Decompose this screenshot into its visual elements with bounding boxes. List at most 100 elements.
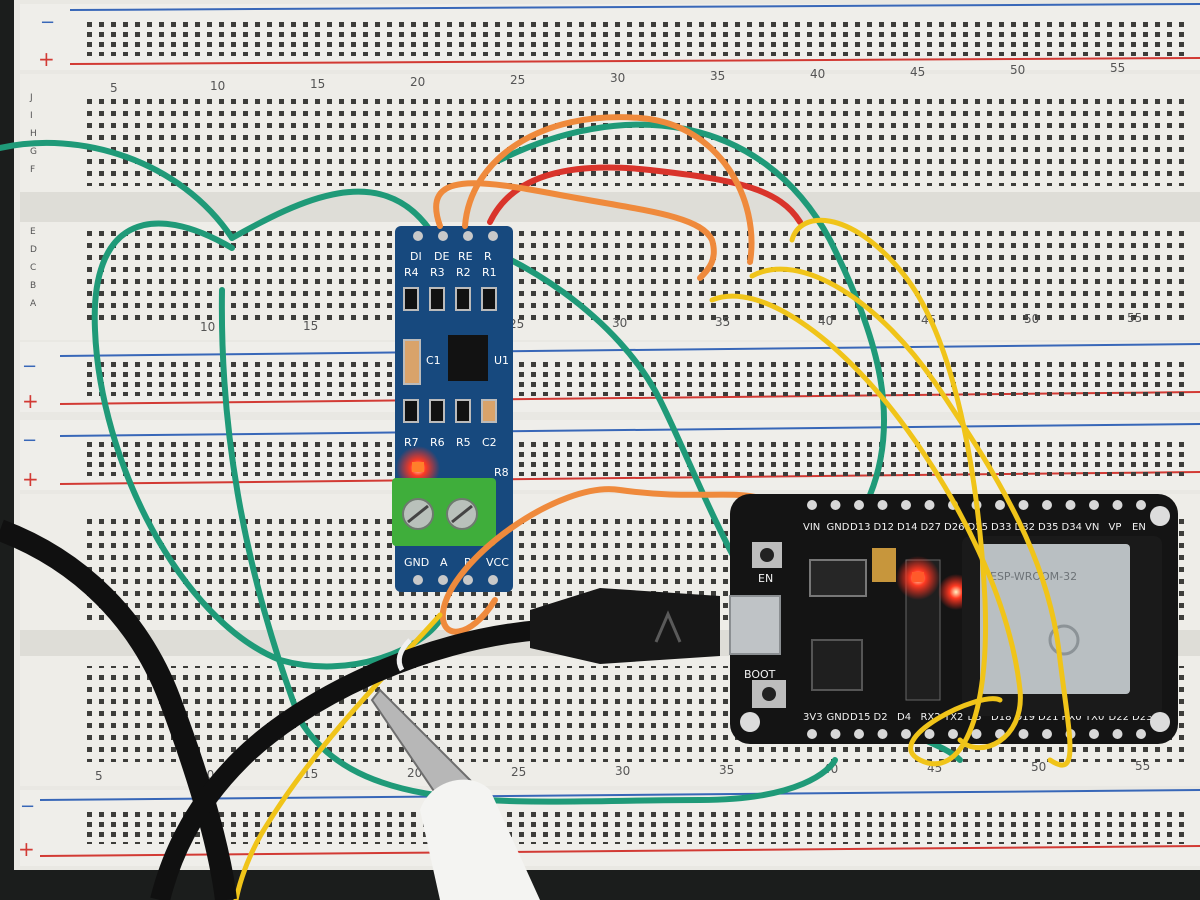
header-pin — [995, 500, 1005, 510]
pin-label: VN — [1085, 522, 1099, 533]
row-letter: C — [30, 263, 36, 273]
row-letter: J — [29, 93, 33, 103]
row-letter: I — [30, 111, 33, 121]
header-pin — [1042, 729, 1052, 739]
row-letter: A — [30, 299, 37, 309]
rail-plus-sign: + — [18, 837, 35, 861]
screw-terminal-block — [392, 478, 496, 546]
esp32-bottom-pin-row — [807, 729, 1146, 739]
rail-plus-sign: + — [22, 467, 39, 491]
header-pin — [1136, 500, 1146, 510]
column-number: 30 — [612, 316, 627, 330]
pin-label-r: R — [484, 250, 492, 263]
cables — [0, 519, 720, 900]
column-number: 10 — [200, 320, 215, 334]
rs485-header-pins — [413, 231, 498, 241]
pin-label: GND — [827, 522, 850, 533]
header-pin — [948, 729, 958, 739]
pin-label: D13 — [850, 522, 870, 533]
shield-text: ESP-WROOM-32 — [990, 570, 1077, 583]
label-r2: R2 — [456, 266, 471, 279]
pin-label: GND — [827, 712, 850, 723]
row-letter: F — [30, 165, 35, 175]
pin-label: D21 — [1038, 712, 1058, 723]
usb-plug — [530, 588, 720, 664]
label-r7: R7 — [404, 436, 419, 449]
pin-label: TX0 — [1084, 712, 1104, 723]
power-led — [912, 572, 924, 582]
pin-label-di: DI — [410, 250, 422, 263]
voltage-regulator — [809, 559, 867, 597]
yellow-wire — [749, 266, 1073, 768]
rail-red-line — [69, 57, 1200, 65]
pin-label: D32 — [1015, 522, 1035, 533]
usb-uart-chip — [811, 639, 863, 691]
pin-label: D35 — [1038, 522, 1058, 533]
rs485-header-labels: DI DE RE R — [410, 250, 492, 263]
pin-label: D4 — [897, 712, 911, 723]
pin-label: D14 — [897, 522, 917, 533]
ce-mark-icon — [1048, 624, 1080, 656]
column-number: 55 — [1127, 311, 1142, 325]
column-number: 15 — [310, 77, 325, 91]
middle-power-rails: − + − + — [20, 342, 1200, 491]
rail-minus-sign: − — [22, 356, 37, 377]
en-label: EN — [758, 572, 773, 585]
header-pin — [1065, 500, 1076, 510]
yellow-wire — [789, 217, 1003, 767]
label-r8: R8 — [494, 466, 509, 479]
pin-label: D15 — [850, 712, 870, 723]
row-letter: H — [30, 129, 37, 139]
column-number: 30 — [610, 71, 625, 85]
header-pin — [1018, 500, 1029, 510]
rail-minus-sign: − — [22, 430, 37, 451]
micro-usb-port[interactable] — [729, 595, 781, 655]
button-cap-icon — [760, 548, 774, 562]
header-pin — [1089, 500, 1099, 510]
label-r1: R1 — [482, 266, 497, 279]
boot-label: BOOT — [744, 668, 776, 681]
column-number: 50 — [1024, 312, 1039, 326]
clip-insulator — [420, 779, 540, 900]
yellow-wires — [233, 217, 1073, 900]
orange-wire — [440, 486, 763, 615]
pin-label: TX2 — [943, 712, 963, 723]
top-jumper-wires — [433, 114, 803, 635]
orange-wire — [433, 180, 717, 281]
label-c2: C2 — [482, 436, 497, 449]
header-pin — [901, 729, 911, 739]
pin-label: 3V3 — [803, 712, 823, 723]
yellow-wire — [709, 293, 1023, 751]
pin-label: VIN — [803, 522, 820, 533]
tantalum-capacitor — [872, 548, 896, 582]
pin-label: D27 — [921, 522, 941, 533]
column-number: 25 — [510, 73, 525, 87]
column-number: 40 — [810, 67, 825, 81]
header-pin — [830, 729, 841, 739]
header-pin — [807, 500, 817, 510]
header-pin — [807, 729, 817, 739]
mounting-hole-icon — [740, 712, 760, 732]
header-pin — [877, 729, 888, 739]
orange-wire — [439, 597, 498, 635]
column-number: 10 — [210, 79, 225, 93]
pin-label: VP — [1109, 522, 1122, 533]
column-number: 40 — [818, 314, 833, 328]
rail-minus-sign: − — [20, 796, 35, 817]
column-number: 50 — [1031, 760, 1046, 774]
header-pin — [924, 729, 935, 739]
header-pin — [854, 729, 864, 739]
black-cable — [0, 519, 237, 900]
header-pin — [924, 500, 935, 510]
rs485-resistor-labels-top: R4 R3 R2 R1 — [404, 266, 497, 279]
column-number: 30 — [615, 764, 630, 778]
header-pin — [1089, 729, 1099, 739]
pin-label: D18 — [991, 712, 1011, 723]
pin-label: D26 — [944, 522, 964, 533]
rs485-resistor-labels-bottom: R7 R6 R5 C2 R8 — [404, 436, 509, 479]
